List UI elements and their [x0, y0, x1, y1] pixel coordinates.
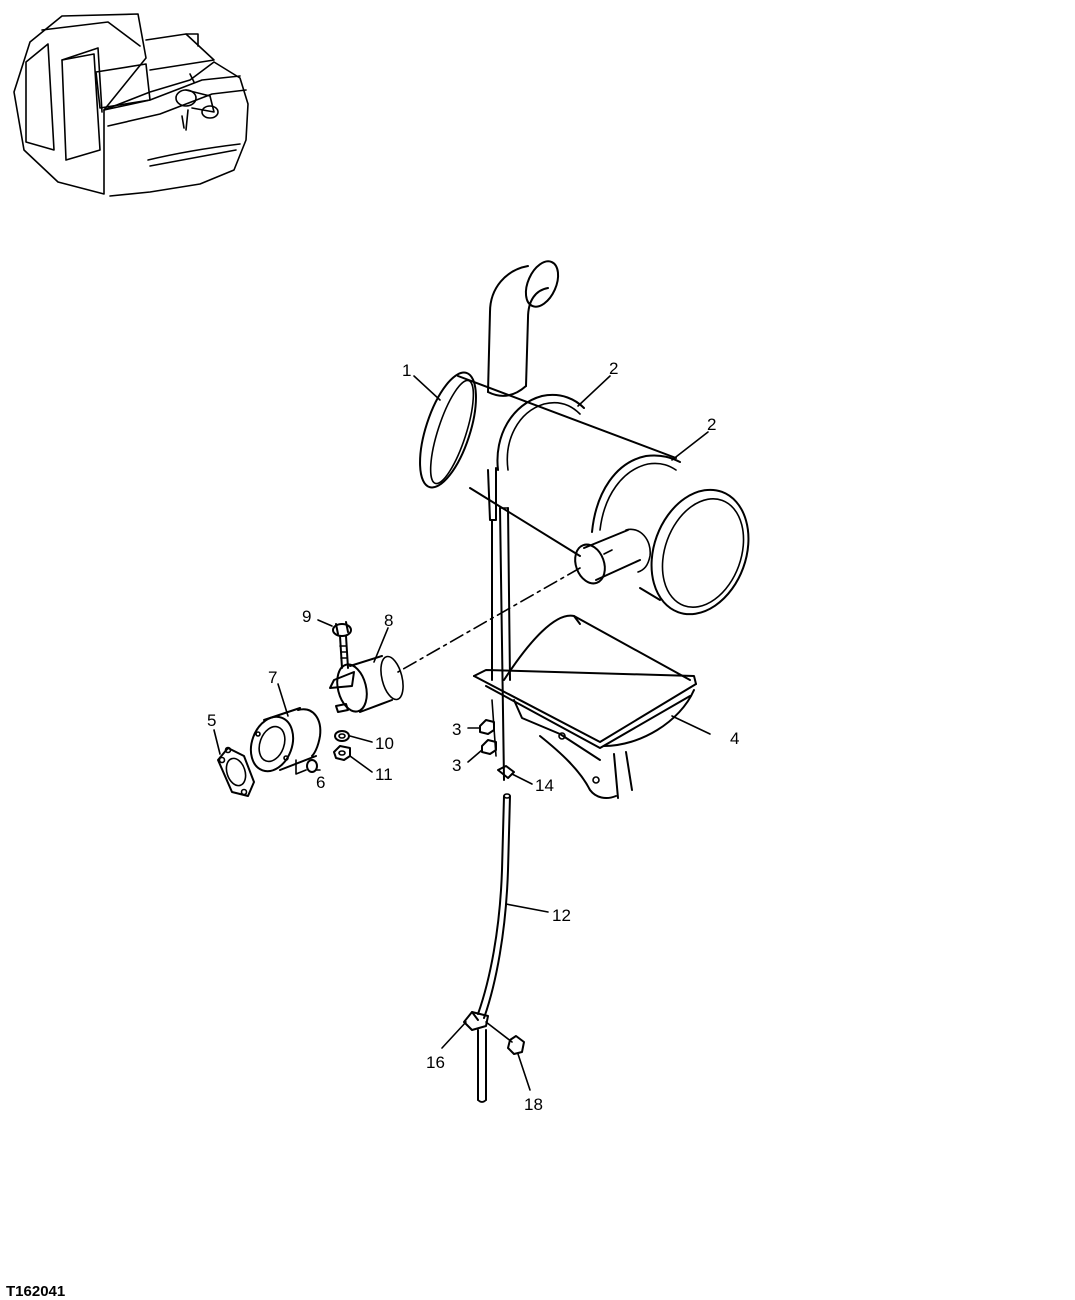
callout-9: 9 [302, 607, 311, 626]
adapter-pipe [249, 707, 322, 775]
callout-2-lower: 2 [707, 415, 716, 434]
callout-11: 11 [375, 765, 393, 784]
muffler-bracket [473, 614, 697, 799]
callout-labels: 1 2 2 3 3 4 5 6 7 8 9 10 11 12 14 16 18 [207, 359, 739, 1114]
figure-id: T162041 [6, 1283, 65, 1300]
callout-leaders [213, 375, 711, 1091]
mounting-rods [487, 467, 511, 781]
machine-locator-view [13, 13, 249, 197]
callout-16: 16 [426, 1053, 445, 1072]
callout-18: 18 [524, 1095, 543, 1114]
muffler-assembly [419, 260, 750, 616]
callout-6: 6 [316, 773, 325, 792]
callout-14: 14 [535, 776, 554, 795]
callout-8: 8 [384, 611, 393, 630]
callout-7: 7 [268, 668, 277, 687]
callout-12: 12 [552, 906, 571, 925]
callout-2-upper: 2 [609, 359, 618, 378]
gasket [217, 746, 255, 797]
drain-tube [477, 793, 511, 1103]
nut-6 [306, 759, 318, 773]
clip-14 [497, 765, 515, 779]
rod-nuts [479, 719, 497, 755]
assembly-centerline [397, 567, 581, 673]
callout-4: 4 [730, 729, 739, 748]
tube-clamp [463, 1011, 525, 1055]
callout-3-lower: 3 [452, 756, 461, 775]
clamp-nuts [333, 730, 351, 761]
callout-3-upper: 3 [452, 720, 461, 739]
callout-10: 10 [375, 734, 394, 753]
callout-5: 5 [207, 711, 216, 730]
inlet-clamp [329, 621, 404, 713]
callout-1: 1 [402, 361, 411, 380]
